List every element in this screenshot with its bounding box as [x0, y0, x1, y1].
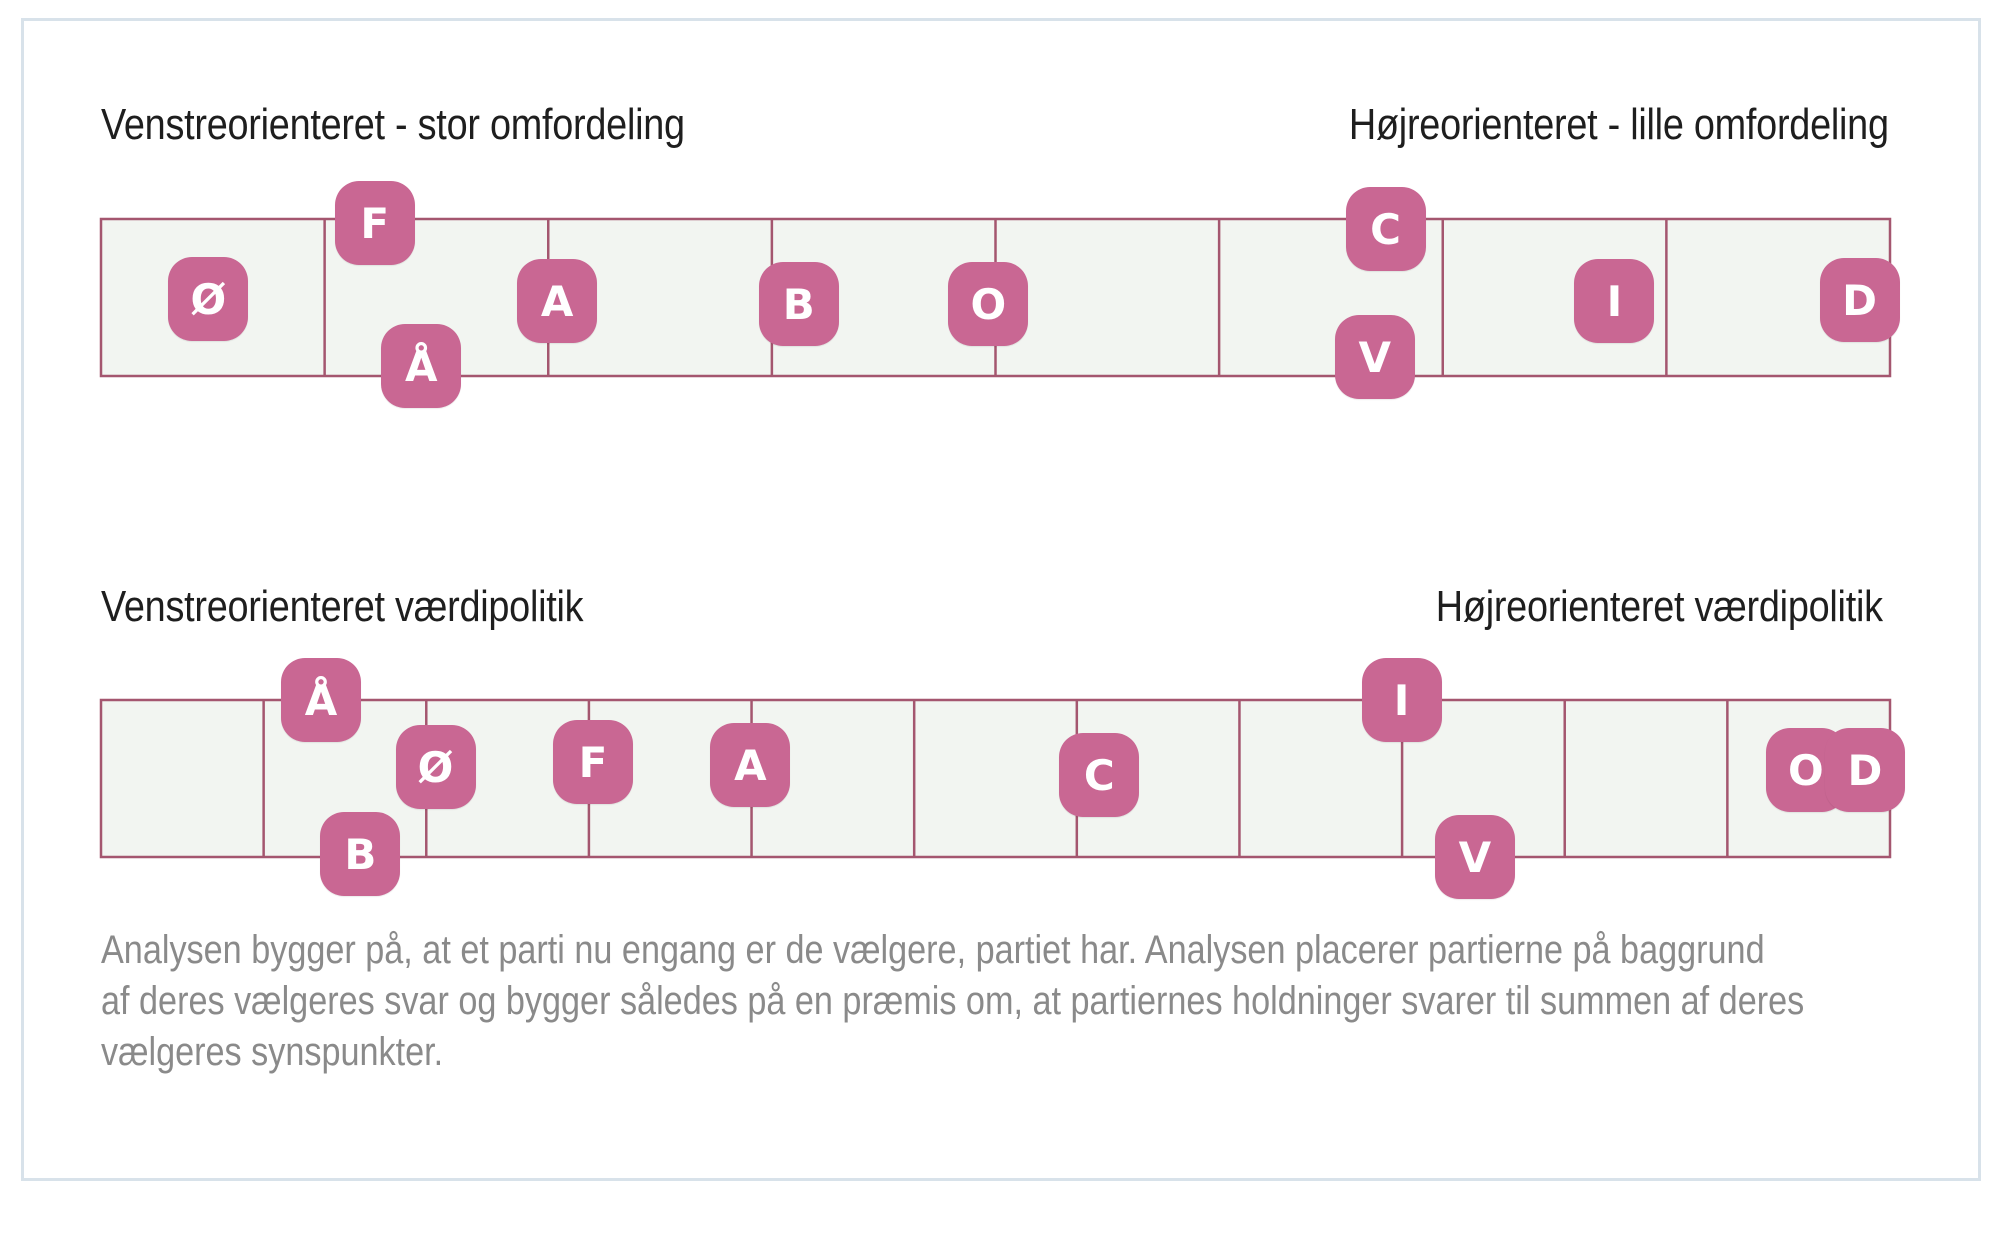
- party-badge: C: [1345, 187, 1426, 271]
- party-badge: V: [1434, 815, 1515, 899]
- party-badge: V: [1334, 315, 1415, 399]
- scale-2-right-label: Højreorienteret værdipolitik: [1435, 582, 1883, 631]
- party-badge: F: [552, 720, 633, 804]
- party-badge: Ø: [395, 725, 476, 809]
- note-line: Analysen bygger på, at et parti nu engan…: [101, 928, 1765, 972]
- party-badge: I: [1574, 259, 1655, 343]
- party-badge: B: [758, 262, 839, 346]
- party-badge: C: [1059, 733, 1140, 817]
- scale-1-right-label: Højreorienteret - lille omfordeling: [1349, 100, 1889, 149]
- party-badge: A: [710, 723, 791, 807]
- party-badge: Ø: [168, 257, 249, 341]
- party-badge: A: [517, 259, 598, 343]
- party-badge: O: [948, 262, 1029, 346]
- scale-1-left-label: Venstreorienteret - stor omfordeling: [101, 100, 685, 149]
- party-badge: F: [334, 181, 415, 265]
- party-badge: I: [1361, 658, 1442, 742]
- party-badge: B: [320, 812, 401, 896]
- party-badge: Å: [381, 324, 462, 408]
- note-line: af deres vælgeres svar og bygger således…: [101, 979, 1805, 1023]
- party-badge: D: [1824, 728, 1905, 812]
- scale-2-left-label: Venstreorienteret værdipolitik: [101, 582, 584, 631]
- note-line: vælgeres synspunkter.: [101, 1030, 444, 1074]
- party-badge: D: [1819, 258, 1900, 342]
- analysis-note: Analysen bygger på, at et parti nu engan…: [101, 925, 1805, 1078]
- party-badge: Å: [281, 658, 362, 742]
